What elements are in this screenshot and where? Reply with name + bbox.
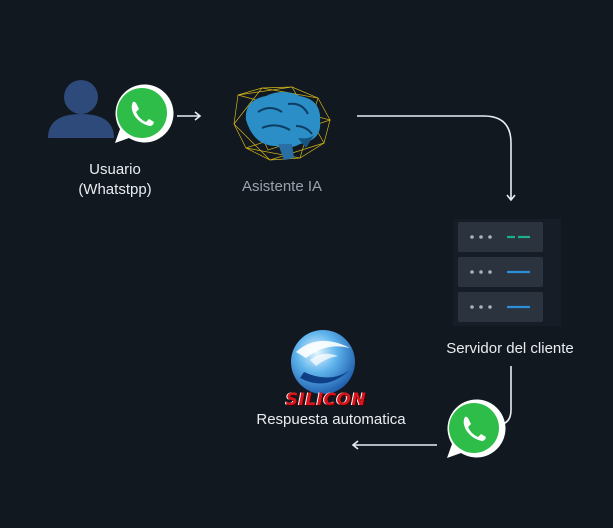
- user-label-line1: Usuario: [89, 161, 141, 178]
- response-label: Respuesta automatica: [256, 411, 406, 428]
- user-label: Usuario (Whatstpp): [60, 160, 170, 200]
- arrow-assistant-to-server: [357, 115, 516, 202]
- whatsapp-icon: [115, 84, 174, 143]
- whatsapp-icon-response: [447, 399, 506, 458]
- user-icon: [48, 80, 114, 138]
- server-icon: [453, 219, 561, 326]
- silicon-logo-text: SILICON: [285, 390, 367, 410]
- user-label-line2: (Whatstpp): [78, 181, 152, 198]
- server-label: Servidor del cliente: [446, 340, 574, 357]
- assistant-label: Asistente IA: [241, 178, 323, 195]
- brain-icon: [233, 86, 332, 161]
- silicon-logo: [291, 330, 355, 394]
